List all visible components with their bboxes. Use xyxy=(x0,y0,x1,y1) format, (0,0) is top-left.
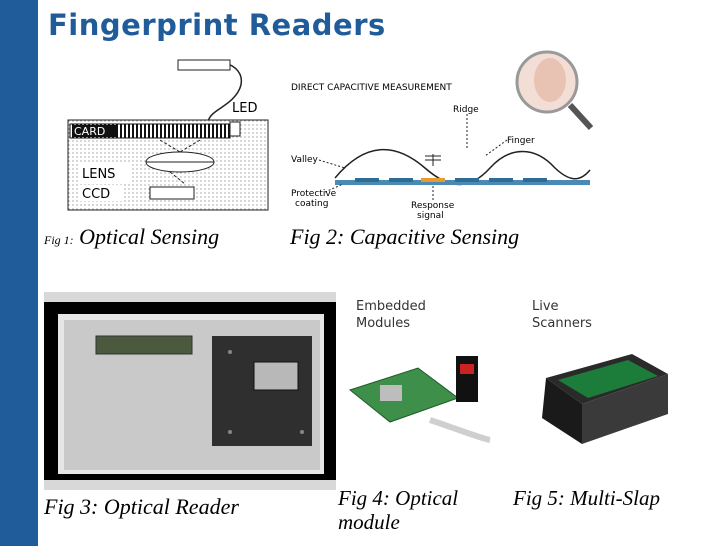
response-label-2: signal xyxy=(417,211,444,221)
response-label-1: Response xyxy=(411,201,455,211)
live-scanner-photo: Live Scanners xyxy=(512,288,688,482)
lens-label: LENS xyxy=(82,167,115,182)
fig2-caption: Fig 2: Capacitive Sensing xyxy=(290,224,520,249)
fig1-caption-text: Optical Sensing xyxy=(79,224,220,249)
fig5-caption: Fig 5: Multi-Slap xyxy=(513,486,660,510)
protective-label-2: coating xyxy=(295,199,328,209)
optical-sensing-diagram: LED CARD LENS CCD xyxy=(60,52,275,217)
fig4-caption: Fig 4: Optical module xyxy=(338,486,459,534)
embedded-modules-label: Embedded Modules xyxy=(356,299,426,331)
led-label: LED xyxy=(232,101,257,116)
finger-label: Finger xyxy=(507,136,535,146)
ccd-label: CCD xyxy=(82,187,110,202)
live-scanners-label: Live Scanners xyxy=(532,299,592,331)
left-accent-bar xyxy=(0,0,38,546)
capacitive-heading: DIRECT CAPACITIVE MEASUREMENT xyxy=(291,83,452,93)
embedded-module-photo: Embedded Modules xyxy=(340,290,510,482)
left-accent-divider xyxy=(38,0,41,546)
fig1-caption: Fig 1: Optical Sensing xyxy=(44,224,219,250)
fig3-caption: Fig 3: Optical Reader xyxy=(44,494,239,519)
capacitive-sensing-diagram: DIRECT CAPACITIVE MEASUREMENT Ridge Fing… xyxy=(285,50,605,222)
card-label: CARD xyxy=(74,125,105,138)
ridge-label: Ridge xyxy=(453,105,479,115)
slide-title: Fingerprint Readers xyxy=(48,8,386,42)
fig1-caption-prefix: Fig 1: xyxy=(44,233,74,247)
protective-label-1: Protective xyxy=(291,189,337,199)
optical-reader-photo xyxy=(44,292,336,490)
valley-label: Valley xyxy=(291,155,319,165)
